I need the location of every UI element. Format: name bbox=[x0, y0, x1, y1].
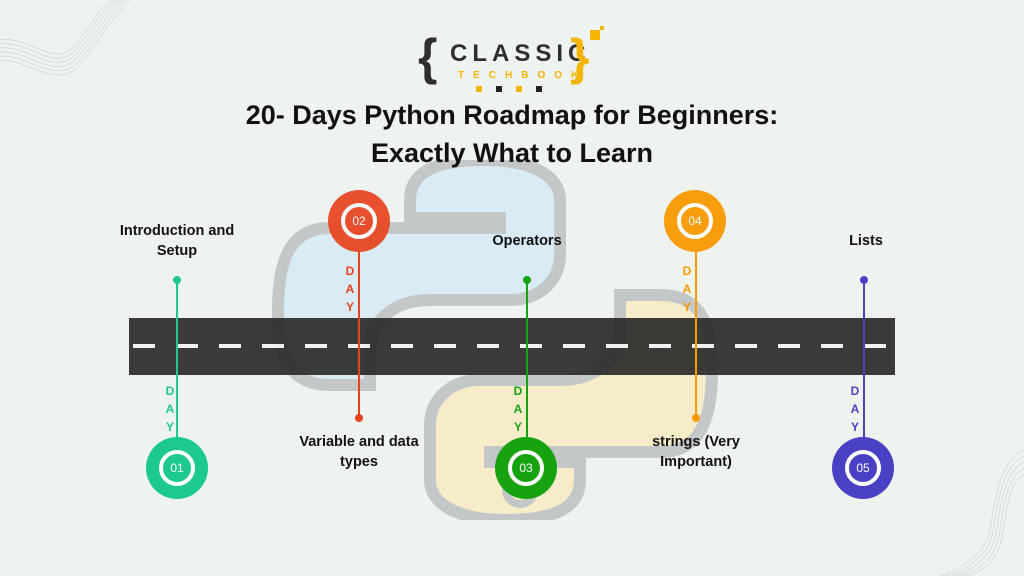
step-number-badge: 01 bbox=[146, 437, 208, 499]
logo-pixel-dots-icon bbox=[600, 26, 604, 30]
step-topic-label: Operators bbox=[492, 233, 562, 249]
title-line-2: Exactly What to Learn bbox=[370, 138, 654, 168]
step-connector-line bbox=[526, 280, 528, 440]
step-number-badge: 05 bbox=[832, 437, 894, 499]
step-connector-line bbox=[176, 280, 178, 440]
logo-square-icon bbox=[476, 86, 482, 92]
logo-pixel-dots-icon bbox=[590, 30, 600, 40]
logo-square-icon bbox=[496, 86, 502, 92]
logo-square-icon bbox=[536, 86, 542, 92]
wave-decoration-icon bbox=[0, 0, 131, 76]
logo-brace-right-icon: } bbox=[570, 29, 590, 85]
brand-logo: { CLASSIC TECHBOOK } bbox=[418, 26, 608, 92]
logo-main-text: CLASSIC bbox=[450, 40, 591, 67]
logo-square-icon bbox=[516, 86, 522, 92]
page-title: 20- Days Python Roadmap for Beginners: E… bbox=[0, 96, 1024, 172]
step-number-badge: 03 bbox=[495, 437, 557, 499]
logo-sub-text: TECHBOOK bbox=[458, 70, 588, 81]
step-marker-dot bbox=[692, 414, 700, 422]
wave-decoration-icon bbox=[939, 449, 1024, 576]
title-line-1: 20- Days Python Roadmap for Beginners: bbox=[245, 100, 779, 130]
step-number-badge: 04 bbox=[664, 190, 726, 252]
step-connector-line bbox=[863, 280, 865, 440]
step-number-badge: 02 bbox=[328, 190, 390, 252]
roadmap-road bbox=[129, 318, 895, 375]
step-connector-line bbox=[358, 252, 360, 420]
step-topic-label: Lists bbox=[849, 233, 883, 249]
step-marker-dot bbox=[355, 414, 363, 422]
logo-brace-left-icon: { bbox=[418, 29, 438, 85]
step-connector-line bbox=[695, 252, 697, 420]
